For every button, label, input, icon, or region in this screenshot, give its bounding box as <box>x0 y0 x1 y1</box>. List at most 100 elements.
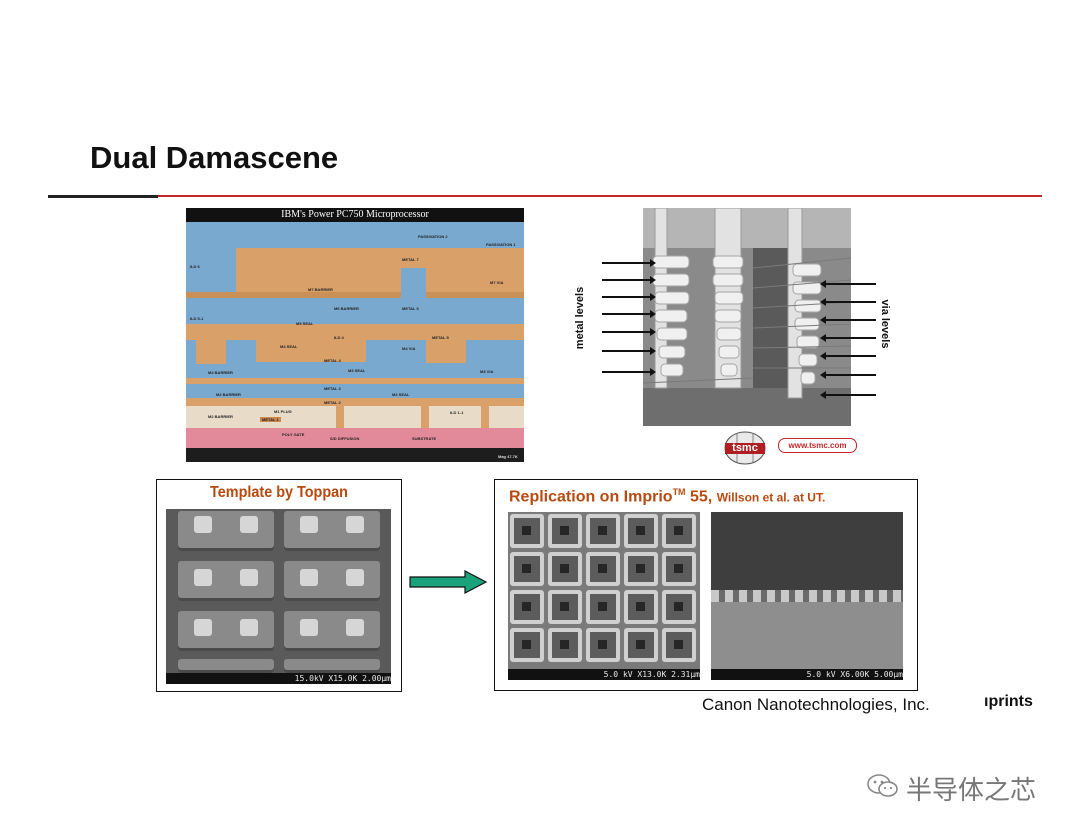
metal-levels-label: metal levels <box>574 286 586 350</box>
ibm-label: POLY GATE <box>282 432 305 437</box>
ibm-label: M3 VIA <box>480 369 494 374</box>
via-levels-label: via levels <box>879 299 891 349</box>
replication-sem-image-cross-section: 5.0 kV X6.00K 5.00μm <box>711 512 903 680</box>
template-bump <box>194 516 212 533</box>
ibm-label: METAL 2 <box>324 400 341 405</box>
template-bump <box>300 619 318 636</box>
ibm-label: METAL 6 <box>402 306 419 311</box>
ibm-label: ILD 1-1 <box>450 410 464 415</box>
imprints-logo-fragment: ıprints <box>984 693 1033 710</box>
scale-bar-strip <box>186 448 524 462</box>
tsmc-sem-drawing <box>643 208 851 426</box>
barrier-layer <box>186 292 524 298</box>
ibm-label: M2 SEAL <box>392 392 410 397</box>
ibm-label: ILD 5-1 <box>190 316 204 321</box>
replication-title-suffix: 55, <box>685 488 717 506</box>
metal-4-block-right <box>426 333 466 363</box>
via-level-arrow <box>820 371 876 379</box>
ild-1-layer <box>186 406 524 428</box>
template-cell <box>284 561 380 601</box>
template-sem-image: 15.0kV X15.0K 2.00μm <box>166 509 391 684</box>
template-cell <box>178 561 274 601</box>
m1-plug-2 <box>421 406 429 428</box>
ibm-label: M4 SEAL <box>280 344 298 349</box>
ibm-label: M5 SEAL <box>296 321 314 326</box>
template-bump <box>240 619 258 636</box>
ibm-label: M2 BARRIER <box>208 414 233 419</box>
trademark-sup: TM <box>672 487 686 497</box>
template-bump <box>194 569 212 586</box>
ibm-label: M4 VIA <box>402 346 416 351</box>
ibm-label: PASSIVATION 1 <box>486 242 516 247</box>
page-title: Dual Damascene <box>90 140 339 175</box>
via-level-arrow <box>820 391 876 399</box>
template-bump <box>300 516 318 533</box>
replication-title-prefix: Replication on Imprio <box>509 488 673 506</box>
cross-section-teeth <box>711 590 903 602</box>
ibm-label: SUBSTRATE <box>412 436 437 441</box>
template-panel: Template by Toppan 15.0kV X15.0K 2.00μm <box>156 479 402 692</box>
replication-sem-image-grid: 5.0 kV X13.0K 2.31μm <box>508 512 700 680</box>
metal-level-arrow <box>602 276 656 284</box>
metal-level-arrow <box>602 310 656 318</box>
replication-sem-info-bar-right: 5.0 kV X6.00K 5.00μm <box>711 669 903 680</box>
ibm-label: METAL 1 <box>260 417 281 422</box>
metal-level-arrow <box>602 293 656 301</box>
tsmc-logo: tsmc <box>723 430 767 466</box>
ibm-label: ILD 4 <box>334 335 344 340</box>
metal-level-arrow <box>602 259 656 267</box>
ibm-label: M2 BARRIER <box>216 392 241 397</box>
ibm-label: METAL 4 <box>324 358 341 363</box>
ibm-label: METAL 3 <box>324 386 341 391</box>
template-bump <box>346 619 364 636</box>
template-cell <box>284 611 380 651</box>
metal-3-layer <box>186 378 524 384</box>
template-cell <box>284 511 380 551</box>
metal-level-arrow <box>602 347 656 355</box>
cross-section-substrate <box>711 602 903 680</box>
ibm-label: M1 PLUG <box>274 409 292 414</box>
ibm-label: M6 BARRIER <box>334 306 359 311</box>
metal-7-layer <box>236 248 524 292</box>
ibm-label: M3 SEAL <box>348 368 366 373</box>
metal-2-layer <box>186 398 524 406</box>
canon-credit: Canon Nanotechnologies, Inc. <box>702 695 930 714</box>
substrate-layer <box>186 428 524 448</box>
metal-5-via <box>256 330 366 362</box>
ibm-label: ILD 6 <box>190 264 200 269</box>
ibm-label: METAL 7 <box>402 257 419 262</box>
template-cell <box>178 659 274 673</box>
ibm-label: M7 VIA <box>490 280 504 285</box>
replication-sem-info-bar-left: 5.0 kV X13.0K 2.31μm <box>508 669 700 680</box>
replication-panel: Replication on ImprioTM 55, Willson et a… <box>494 479 918 691</box>
template-cell <box>284 659 380 673</box>
watermark-text: 半导体之芯 <box>906 775 1037 805</box>
m1-plug-3 <box>481 406 489 428</box>
template-bump <box>240 569 258 586</box>
template-bump <box>300 569 318 586</box>
replication-author: Willson et al. at UT. <box>716 490 826 505</box>
ibm-label: S/D DIFFUSION <box>330 436 360 441</box>
ibm-label: PASSIVATION 2 <box>418 234 448 239</box>
m1-plug-1 <box>336 406 344 428</box>
ibm-label: METAL 5 <box>432 335 449 340</box>
tsmc-sem-image <box>643 208 851 426</box>
ibm-label: Mag 47.7K <box>498 454 518 459</box>
title-rule-red <box>158 195 1042 197</box>
template-cell <box>178 511 274 551</box>
metal-7-gap <box>401 268 426 298</box>
tsmc-url-badge: www.tsmc.com <box>778 438 857 453</box>
via-level-arrow <box>820 352 876 360</box>
via-level-arrow <box>820 334 876 342</box>
ibm-cross-section-image: IBM's Power PC750 Microprocessor PASSIVA… <box>186 208 524 462</box>
template-bump <box>346 516 364 533</box>
via-level-arrow <box>820 298 876 306</box>
template-bump <box>194 619 212 636</box>
via-level-arrow <box>820 316 876 324</box>
ibm-image-title: IBM's Power PC750 Microprocessor <box>186 208 524 222</box>
template-sem-info-bar: 15.0kV X15.0K 2.00μm <box>166 673 391 684</box>
via-level-arrow <box>820 280 876 288</box>
title-rule-dark <box>48 195 158 198</box>
metal-level-arrow <box>602 328 656 336</box>
wechat-icon <box>867 774 898 797</box>
